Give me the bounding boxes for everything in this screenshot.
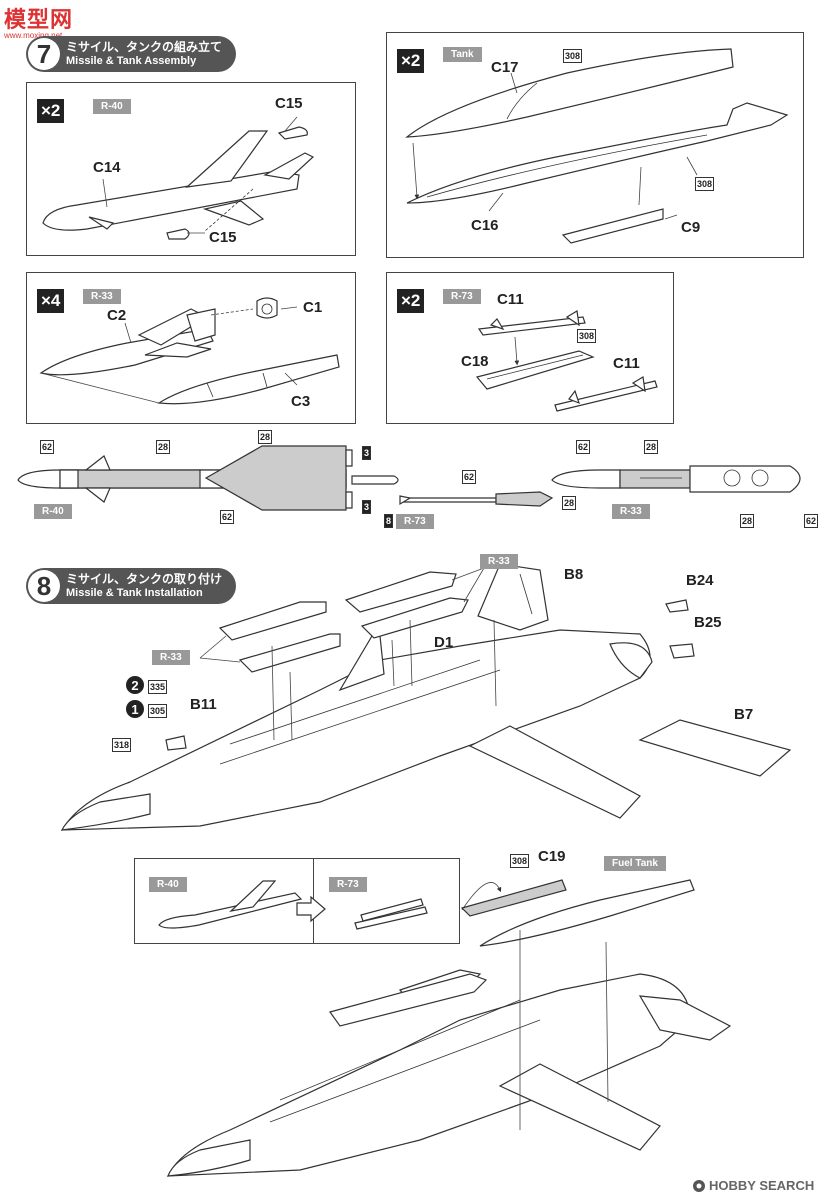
part-c19: C19 bbox=[538, 848, 566, 865]
part-c16: C16 bbox=[471, 217, 499, 234]
r73-missile-drawing bbox=[475, 310, 658, 412]
paint-3-r40-bottom: 3 bbox=[362, 500, 372, 514]
tank-tag: Tank bbox=[443, 47, 482, 62]
hobby-search-text: HOBBY SEARCH bbox=[709, 1178, 815, 1193]
paint-8-r73-seeker: 8 bbox=[384, 514, 394, 528]
qty-badge: ×4 bbox=[37, 289, 65, 313]
part-c3: C3 bbox=[291, 393, 311, 410]
step-7-title-jp: ミサイル、タンクの組み立て bbox=[66, 40, 223, 54]
panel-r40-assembly: ×2 R-40 C15 C14 C15 bbox=[26, 82, 356, 256]
paint-step-2-number: 2 bbox=[126, 676, 144, 694]
paint-308-tank-top: 308 bbox=[563, 49, 583, 63]
part-c15-top: C15 bbox=[275, 95, 303, 112]
step-8-header: 8 ミサイル、タンクの取り付け Missile & Tank Installat… bbox=[26, 568, 237, 604]
part-b11: B11 bbox=[190, 696, 217, 713]
paint-step-1-number: 1 bbox=[126, 700, 144, 718]
panel-tank-assembly: ×2 Tank 308 308 C17 C16 C9 bbox=[386, 32, 804, 258]
installation-aircraft-drawing bbox=[60, 563, 792, 831]
paint-guide-drawing bbox=[17, 445, 801, 511]
paint-tag-r73: R-73 bbox=[396, 514, 434, 529]
site-logo-text: 模型网 bbox=[4, 7, 74, 32]
paint-335: 335 bbox=[148, 680, 168, 694]
paint-tag-r40: R-40 bbox=[34, 504, 72, 519]
r33-missile-drawing bbox=[39, 297, 340, 405]
paint-62-r73-nose: 62 bbox=[462, 470, 477, 484]
r40-missile-drawing bbox=[42, 116, 315, 240]
part-c9: C9 bbox=[681, 219, 701, 236]
part-b7: B7 bbox=[734, 706, 754, 723]
paint-28-r40-wing: 28 bbox=[258, 430, 273, 444]
panel-r73-assembly: ×2 R-73 C11 308 C18 C11 bbox=[386, 272, 674, 424]
paint-305: 305 bbox=[148, 704, 168, 718]
paint-28-r73-tail: 28 bbox=[562, 496, 577, 510]
install-tag-r33-left: R-33 bbox=[152, 650, 190, 665]
qty-badge: ×2 bbox=[37, 99, 65, 123]
paint-62-r33-nose: 62 bbox=[576, 440, 591, 454]
fuel-tank-aircraft-drawing bbox=[167, 879, 732, 1177]
part-c2: C2 bbox=[107, 307, 127, 324]
tank-drawing bbox=[405, 48, 789, 244]
part-c11-top: C11 bbox=[497, 291, 524, 308]
alt-tag-r40: R-40 bbox=[149, 877, 187, 892]
missile-tag-r33: R-33 bbox=[83, 289, 121, 304]
part-c15-bottom: C15 bbox=[209, 229, 237, 246]
step-7-header: 7 ミサイル、タンクの組み立て Missile & Tank Assembly bbox=[26, 36, 237, 72]
qty-badge: ×2 bbox=[397, 289, 425, 313]
part-b25: B25 bbox=[694, 614, 722, 631]
paint-tag-r33: R-33 bbox=[612, 504, 650, 519]
paint-308-rail: 308 bbox=[577, 329, 597, 343]
step-8-title-jp: ミサイル、タンクの取り付け bbox=[66, 572, 223, 586]
hobby-search-logo-icon bbox=[693, 1179, 705, 1192]
site-logo: 模型网 www.moxing.net bbox=[4, 2, 73, 40]
step-7-number: 7 bbox=[28, 38, 60, 70]
paint-62-r40-nose: 62 bbox=[40, 440, 55, 454]
paint-318: 318 bbox=[112, 738, 132, 752]
alt-missiles-drawing bbox=[158, 880, 428, 930]
hobby-search-watermark: HOBBY SEARCH bbox=[692, 1178, 814, 1193]
paint-62-r40-lower: 62 bbox=[220, 510, 235, 524]
paint-28-r40-body: 28 bbox=[156, 440, 171, 454]
paint-28-r33-body: 28 bbox=[644, 440, 659, 454]
alt-tag-r73: R-73 bbox=[329, 877, 367, 892]
step-8-title-en: Missile & Tank Installation bbox=[66, 587, 203, 599]
paint-308-alt: 308 bbox=[510, 854, 530, 868]
panel-r33-assembly: ×4 R-33 C1 C2 C3 bbox=[26, 272, 356, 424]
part-c18: C18 bbox=[461, 353, 489, 370]
step-7-title-en: Missile & Tank Assembly bbox=[66, 55, 197, 67]
install-tag-r33-top: R-33 bbox=[480, 554, 518, 569]
paint-28-r33-tail: 28 bbox=[740, 514, 755, 528]
part-d1: D1 bbox=[434, 634, 454, 651]
panel-alternative-loadout: R-40 R-73 bbox=[134, 858, 460, 944]
part-c17: C17 bbox=[491, 59, 519, 76]
paint-308-tank-bottom: 308 bbox=[695, 177, 715, 191]
qty-badge: ×2 bbox=[397, 49, 425, 73]
step-8-number: 8 bbox=[28, 570, 60, 602]
part-c1: C1 bbox=[303, 299, 323, 316]
missile-tag-r73: R-73 bbox=[443, 289, 481, 304]
site-logo-url: www.moxing.net bbox=[4, 31, 63, 40]
missile-tag-r40: R-40 bbox=[93, 99, 131, 114]
paint-3-r40-top: 3 bbox=[362, 446, 372, 460]
part-b24: B24 bbox=[686, 572, 714, 589]
part-c14: C14 bbox=[93, 159, 121, 176]
part-b8: B8 bbox=[564, 566, 584, 583]
paint-62-r33-end: 62 bbox=[804, 514, 819, 528]
part-c11-bottom: C11 bbox=[613, 355, 640, 372]
fuel-tank-tag: Fuel Tank bbox=[604, 856, 666, 871]
